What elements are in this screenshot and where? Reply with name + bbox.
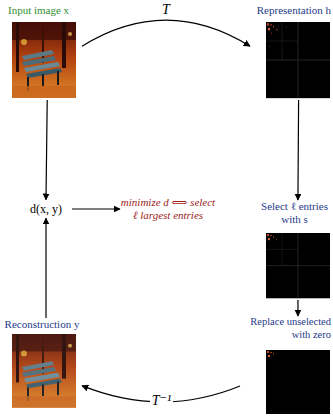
curved-arrow xyxy=(82,20,250,46)
image-panel: Replace unselected with zero xyxy=(240,316,331,416)
arrow xyxy=(297,100,299,200)
arrow xyxy=(46,100,47,200)
panel-heading: Input image x xyxy=(8,4,82,17)
panel-heading: Select ℓ entries with s xyxy=(244,200,331,226)
image-panel: Representation h xyxy=(250,4,331,100)
transform-label: T xyxy=(160,3,172,17)
panel-heading: Representation h xyxy=(250,4,331,17)
formula-text: d(x, y) xyxy=(20,202,72,216)
panel-heading: Replace unselected with zero xyxy=(240,316,331,341)
image-panel: Reconstruction y xyxy=(2,318,82,412)
arrow xyxy=(72,208,120,209)
arrow xyxy=(45,218,46,318)
transform-label: T⁻¹ xyxy=(150,394,173,408)
arrow xyxy=(297,300,298,316)
panel-heading: Reconstruction y xyxy=(2,318,82,331)
note-node: minimize d ⟺ select ℓ largest entries xyxy=(120,194,216,224)
image-panel: Input image x xyxy=(8,4,82,100)
image-panel: Select ℓ entries with s xyxy=(244,200,331,300)
formula-node: d(x, y) xyxy=(20,200,72,218)
formula-text: minimize d ⟺ select ℓ largest entries xyxy=(120,196,216,222)
